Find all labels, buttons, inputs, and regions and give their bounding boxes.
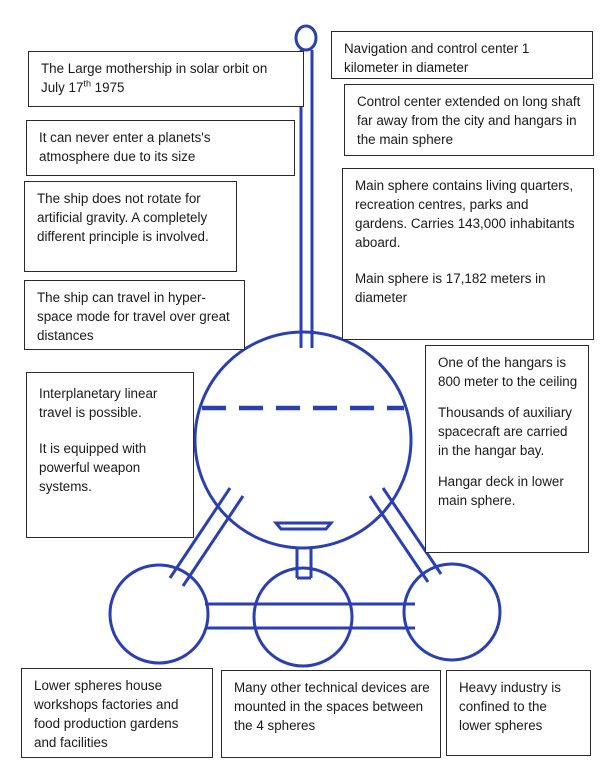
note-atmosphere-text: It can never enter a planets's atmospher… — [39, 130, 211, 164]
note-linear-travel-weapons: Interplanetary linear travel is possible… — [26, 372, 194, 538]
note-hyperspace: The ship can travel in hyper-space mode … — [24, 280, 245, 350]
note-nav-center: Navigation and control center 1 kilomete… — [331, 31, 593, 79]
note-heavy-industry: Heavy industry is confined to the lower … — [446, 670, 591, 756]
hangar-deck — [272, 521, 335, 531]
note-lower-spheres-text: Lower spheres house workshops factories … — [34, 678, 179, 750]
note-mothership-orbit-text: The Large mothership in solar orbit on J… — [41, 61, 268, 95]
left-strut — [168, 487, 245, 587]
note-main-sphere-diameter-text: Main sphere is 17,182 meters in diameter — [355, 271, 546, 305]
center-strut — [295, 548, 313, 580]
note-lower-spheres: Lower spheres house workshops factories … — [21, 668, 213, 758]
note-atmosphere: It can never enter a planets's atmospher… — [26, 120, 295, 176]
note-hyperspace-text: The ship can travel in hyper-space mode … — [37, 290, 230, 343]
note-technical-devices-text: Many other technical devices are mounted… — [234, 680, 430, 733]
note-nav-center-text: Navigation and control center 1 kilomete… — [344, 41, 530, 75]
lower-sphere-right — [402, 562, 502, 662]
note-weapons-text: It is equipped with powerful weapon syst… — [39, 441, 147, 494]
note-auxiliary-craft-text: Thousands of auxiliary spacecraft are ca… — [438, 405, 572, 458]
note-control-shaft: Control center extended on long shaft fa… — [344, 84, 594, 156]
note-mothership-orbit: The Large mothership in solar orbit on J… — [28, 51, 304, 107]
note-hangar-deck-text: Hangar deck in lower main sphere. — [438, 474, 564, 508]
note-main-sphere: Main sphere contains living quarters, re… — [342, 168, 594, 340]
note-control-shaft-text: Control center extended on long shaft fa… — [357, 94, 581, 147]
lower-sphere-center — [252, 566, 354, 668]
note-gravity-text: The ship does not rotate for artificial … — [37, 191, 209, 244]
lower-connecting-band — [205, 602, 415, 630]
control-center-sphere — [294, 24, 318, 52]
note-heavy-industry-text: Heavy industry is confined to the lower … — [459, 680, 561, 733]
main-sphere — [193, 330, 413, 550]
note-main-sphere-contents-text: Main sphere contains living quarters, re… — [355, 178, 575, 250]
note-hangars: One of the hangars is 800 meter to the c… — [425, 345, 589, 553]
note-linear-travel-text: Interplanetary linear travel is possible… — [39, 386, 158, 420]
lower-sphere-left — [108, 563, 210, 665]
note-technical-devices: Many other technical devices are mounted… — [221, 670, 441, 758]
note-hangar-height-text: One of the hangars is 800 meter to the c… — [438, 355, 578, 389]
note-gravity: The ship does not rotate for artificial … — [24, 181, 237, 272]
